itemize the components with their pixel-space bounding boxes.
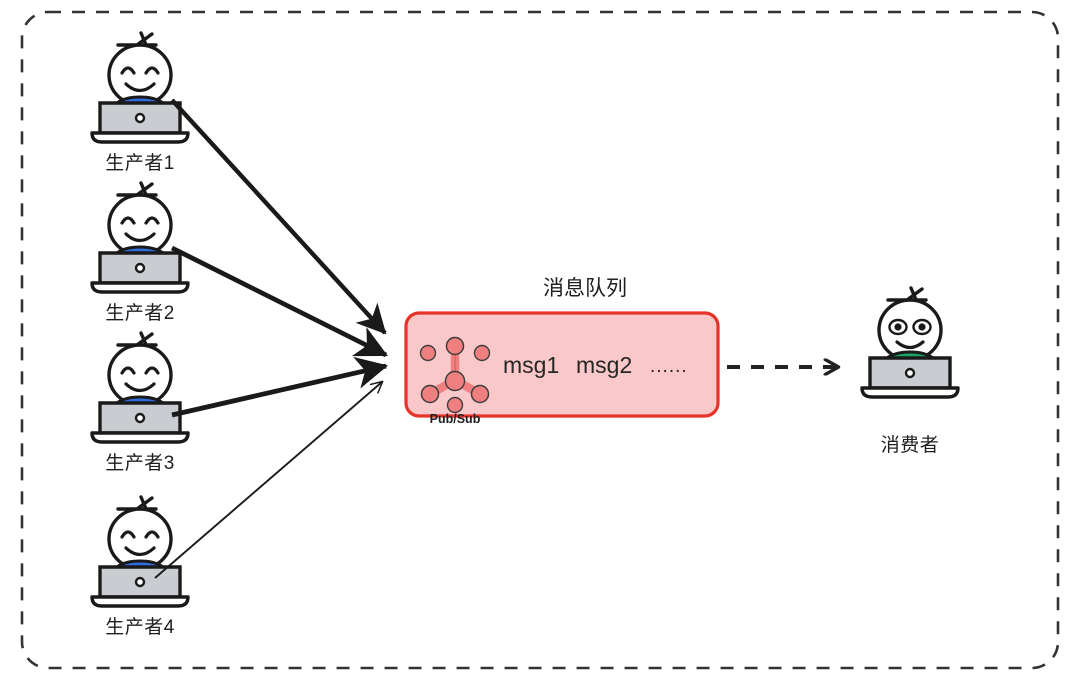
- arrow-producer-1-to-queue: [170, 98, 387, 335]
- arrow-producer-3-to-queue: [171, 356, 389, 418]
- message-item-msg1: msg1: [503, 352, 560, 378]
- consumer-figure[interactable]: [860, 286, 960, 399]
- producer-3-label: 生产者3: [105, 453, 175, 474]
- message-queue-title: 消息队列: [543, 277, 627, 300]
- pub-sub-label: Pub/Sub: [429, 412, 481, 426]
- producer-4-figure[interactable]: [90, 495, 190, 608]
- consumer-label: 消费者: [880, 435, 940, 456]
- producer-2-label: 生产者2: [105, 303, 175, 324]
- producer-1-label: 生产者1: [105, 153, 175, 174]
- diagram-outer-border: [20, 10, 1060, 670]
- message-item-msg2: msg2: [576, 352, 633, 378]
- message-ellipsis: ......: [650, 356, 688, 377]
- producer-3-figure[interactable]: [90, 331, 190, 444]
- producer-4-label: 生产者4: [105, 617, 175, 638]
- pub-sub-icon: [419, 336, 491, 414]
- arrow-producer-4-to-queue: [154, 380, 384, 579]
- producer-1-figure[interactable]: [90, 31, 190, 144]
- arrow-producer-2-to-queue: [170, 245, 388, 358]
- producer-2-figure[interactable]: [90, 181, 190, 294]
